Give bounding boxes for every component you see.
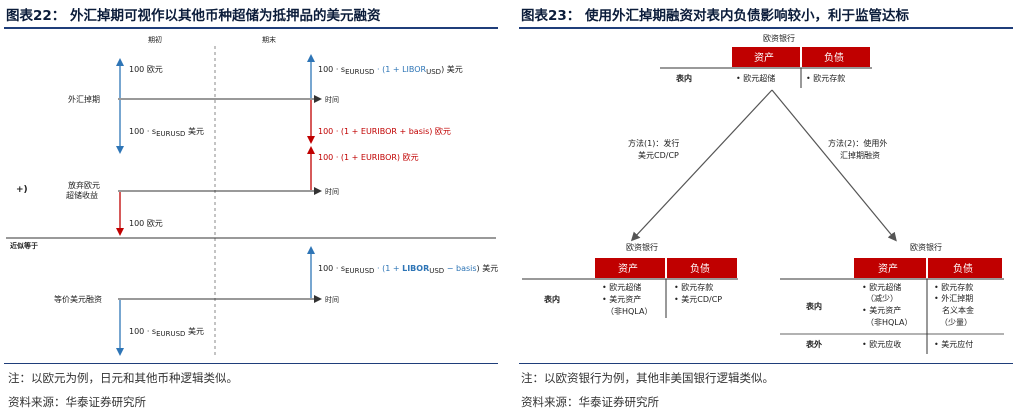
br-liab-header-label: 负债 [953, 262, 973, 275]
bl-row-label: 表内 [543, 294, 560, 304]
br-assets-2: （减少） [866, 293, 898, 303]
bl-liab-header [667, 258, 737, 278]
top-liab-value: • 欧元存款 [806, 73, 845, 83]
col-final-label: 期末 [262, 35, 276, 44]
method2-label-line2: 汇掉期融资 [840, 150, 880, 160]
bl-bank-name: 欧资银行 [626, 242, 658, 252]
row1-initial-outflow-label: 100 · sEURUSD 美元 [129, 126, 204, 138]
bl-assets-2: • 美元资产 [602, 294, 641, 304]
left-note: 注：以欧元为例，日元和其他币种逻辑类似。 [8, 371, 238, 385]
row2-label-line2: 超储收益 [66, 190, 98, 200]
top-assets-value: • 欧元超储 [736, 73, 775, 83]
row3-label: 等价美元融资 [54, 294, 102, 304]
row3-time-label: 时间 [325, 295, 339, 304]
br-row1-label: 表内 [805, 301, 822, 311]
row2-time-label: 时间 [325, 187, 339, 196]
top-liab-header [802, 47, 870, 67]
bl-assets-header-label: 资产 [618, 262, 638, 275]
br-assets-1: • 欧元超储 [862, 282, 901, 292]
left-figure-title: 图表22： 外汇掉期可视作以其他币种超储为抵押品的美元融资 [6, 8, 381, 24]
right-bottom-rule [519, 363, 1013, 364]
row2-label-line1: 放弃欧元 [68, 180, 100, 190]
row1-initial-inflow-label: 100 欧元 [129, 64, 163, 74]
top-assets-header-label: 资产 [754, 51, 774, 64]
top-assets-header [732, 47, 800, 67]
left-bottom-rule [4, 363, 498, 364]
method1-arrow [630, 89, 773, 242]
bl-assets-3: （非HQLA） [606, 306, 652, 316]
row2-initial-outflow-label: 100 欧元 [129, 218, 163, 228]
row1-label: 外汇掉期 [68, 94, 100, 104]
left-title-rule [4, 27, 498, 29]
top-liab-header-label: 负债 [824, 51, 844, 64]
br-assets-5: • 欧元应收 [862, 339, 901, 349]
row1-final-outflow-label: 100 · (1 + EURIBOR + basis) 欧元 [318, 126, 451, 136]
approx-label: 近似等于 [10, 241, 38, 250]
right-note: 注：以欧资银行为例，其他非美国银行逻辑类似。 [521, 371, 774, 385]
method1-label-line2: 美元CD/CP [638, 150, 679, 160]
row2-final-inflow-label: 100 · (1 + EURIBOR) 欧元 [318, 152, 419, 162]
row3-final-inflow-label: 100 · sEURUSD · (1 + LIBORUSD − basis) 美… [318, 263, 498, 275]
top-bank-name: 欧资银行 [763, 33, 795, 43]
left-source: 资料来源：华泰证券研究所 [8, 395, 146, 409]
right-title-rule [519, 27, 1013, 29]
br-assets-header-label: 资产 [878, 262, 898, 275]
br-liab-3: 名义本金 [942, 305, 974, 315]
method2-label-line1: 方法(2)：使用外 [828, 138, 887, 148]
col-initial-label: 期初 [148, 35, 162, 44]
right-source: 资料来源：华泰证券研究所 [521, 395, 659, 409]
bl-assets-header [595, 258, 665, 278]
row1-time-label: 时间 [325, 95, 339, 104]
fx-swap-diagram: 期初 期末 外汇掉期 时间 100 欧元 100 · sEURUSD 美元 10… [6, 35, 498, 356]
row3-initial-outflow-label: 100 · sEURUSD 美元 [129, 326, 204, 338]
br-row2-label: 表外 [805, 339, 822, 349]
balance-sheet-diagram: 欧资银行 资产 负债 表内 • 欧元超储 • 欧元存款 方法(1)：发行 美元C… [522, 33, 1004, 354]
method2-arrow [771, 89, 897, 242]
bl-liab-2: • 美元CD/CP [674, 294, 722, 304]
bl-liab-1: • 欧元存款 [674, 282, 713, 292]
row1-final-inflow-label: 100 · sEURUSD · (1 + LIBORUSD) 美元 [318, 64, 463, 76]
method1-label-line1: 方法(1)：发行 [628, 138, 679, 148]
br-liab-4: （少量） [940, 318, 972, 327]
br-assets-4: （非HQLA） [866, 317, 912, 327]
br-liab-1: • 欧元存款 [934, 282, 973, 292]
bl-liab-header-label: 负债 [690, 262, 710, 275]
br-liab-5: • 美元应付 [934, 339, 973, 349]
br-assets-3: • 美元资产 [862, 305, 901, 315]
right-figure-title: 图表23： 使用外汇掉期融资对表内负债影响较小，利于监管达标 [521, 8, 909, 24]
top-row-label: 表内 [675, 73, 692, 83]
br-liab-header [928, 258, 1002, 278]
br-assets-header [854, 258, 926, 278]
bl-assets-1: • 欧元超储 [602, 282, 641, 292]
plus-sign: +) [16, 185, 28, 195]
br-bank-name: 欧资银行 [910, 242, 942, 252]
br-liab-2: • 外汇掉期 [934, 293, 973, 303]
